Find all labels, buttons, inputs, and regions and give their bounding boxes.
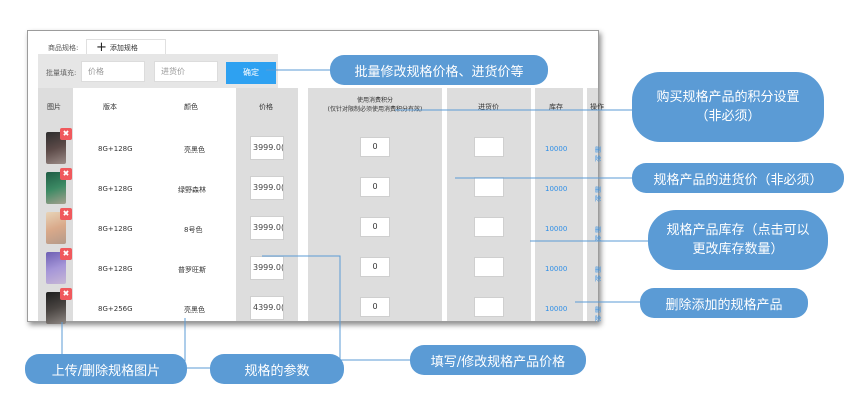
batch-fill-bar: 批量填充: 价格 进货价 确定 [38,54,278,88]
points-input[interactable]: 0 [360,177,390,197]
cost-input[interactable] [474,297,504,317]
stock-link[interactable]: 10000 [545,305,568,313]
table-row: ✖ 8G+128G 普罗旺斯 3999.0( 0 10000 删除 [38,248,602,286]
trash-icon[interactable]: ✖ [60,208,72,220]
spec-label: 商品规格: [48,44,79,52]
delete-link[interactable]: 删除 [595,307,602,323]
plus-icon: + [96,39,107,55]
header-image: 图片 [47,103,61,111]
color-cell: 8号色 [184,226,203,234]
header-color: 颜色 [184,103,198,111]
cost-input[interactable] [474,137,504,157]
trash-icon[interactable]: ✖ [60,128,72,140]
callout-delete: 删除添加的规格产品 [640,288,808,318]
version-cell: 8G+128G [98,185,133,193]
trash-icon[interactable]: ✖ [60,248,72,260]
header-cost: 进货价 [478,103,499,111]
product-image[interactable] [46,172,66,204]
product-image[interactable] [46,292,66,324]
callout-points: 购买规格产品的积分设置 （非必须） [632,72,824,142]
points-input[interactable]: 0 [360,137,390,157]
header-points-line2: (仅针对限制必须使用消费积分有效) [327,106,423,113]
callout-price: 填写/修改规格产品价格 [410,345,586,375]
add-spec-label: 添加规格 [109,43,138,52]
cost-input[interactable] [474,177,504,197]
callout-cost: 规格产品的进货价（非必须） [632,163,844,193]
color-cell: 亮黑色 [184,306,205,314]
delete-link[interactable]: 删除 [595,187,602,203]
stock-link[interactable]: 10000 [545,265,568,273]
cost-input[interactable] [474,217,504,237]
price-input[interactable]: 4399.0( [250,296,284,320]
delete-link[interactable]: 删除 [595,147,602,163]
table-row: ✖ 8G+128G 8号色 3999.0( 0 10000 删除 [38,208,602,246]
price-input[interactable]: 3999.0( [250,256,284,280]
color-cell: 绿野森林 [178,186,206,194]
trash-icon[interactable]: ✖ [60,288,72,300]
header-price: 价格 [259,103,273,111]
header-stock: 库存 [549,103,563,111]
callout-batch: 批量修改规格价格、进货价等 [330,55,548,85]
header-version: 版本 [103,103,117,111]
price-input[interactable]: 3999.0( [250,176,284,200]
callout-upload: 上传/删除规格图片 [25,354,187,384]
version-cell: 8G+128G [98,265,133,273]
points-input[interactable]: 0 [360,217,390,237]
stock-link[interactable]: 10000 [545,225,568,233]
batch-fill-label: 批量填充: [46,69,77,77]
color-cell: 普罗旺斯 [178,266,206,274]
version-cell: 8G+128G [98,225,133,233]
stock-link[interactable]: 10000 [545,185,568,193]
delete-link[interactable]: 删除 [595,267,602,283]
price-input[interactable]: 3999.0( [250,216,284,240]
stock-column-bg [535,88,583,321]
product-image[interactable] [46,132,66,164]
cost-column-bg [447,88,531,321]
header-action: 操作 [590,103,604,111]
action-column-bg [587,88,598,321]
add-spec-button[interactable]: + 添加规格 [86,39,166,55]
points-input[interactable]: 0 [360,257,390,277]
batch-price-input[interactable]: 价格 [81,61,145,82]
confirm-button[interactable]: 确定 [226,62,276,84]
product-image[interactable] [46,212,66,244]
version-cell: 8G+128G [98,145,133,153]
callout-stock: 规格产品库存（点击可以 更改库存数量） [648,210,828,270]
price-input[interactable]: 3999.0( [250,136,284,160]
points-input[interactable]: 0 [360,297,390,317]
table-row: ✖ 8G+128G 亮黑色 3999.0( 0 10000 删除 [38,128,602,166]
header-points: 使用消费积分 (仅针对限制必须使用消费积分有效) [308,96,442,114]
table-row: ✖ 8G+256G 亮黑色 4399.0( 0 10000 删除 [38,288,602,326]
version-cell: 8G+256G [98,305,133,313]
delete-link[interactable]: 删除 [595,227,602,243]
batch-cost-input[interactable]: 进货价 [154,61,218,82]
callout-params: 规格的参数 [210,354,344,384]
stock-link[interactable]: 10000 [545,145,568,153]
trash-icon[interactable]: ✖ [60,168,72,180]
spec-table: 图片 版本 颜色 价格 使用消费积分 (仅针对限制必须使用消费积分有效) 进货价… [38,88,604,324]
cost-input[interactable] [474,257,504,277]
product-image[interactable] [46,252,66,284]
header-points-line1: 使用消费积分 [356,97,393,104]
table-row: ✖ 8G+128G 绿野森林 3999.0( 0 10000 删除 [38,168,602,206]
color-cell: 亮黑色 [184,146,205,154]
